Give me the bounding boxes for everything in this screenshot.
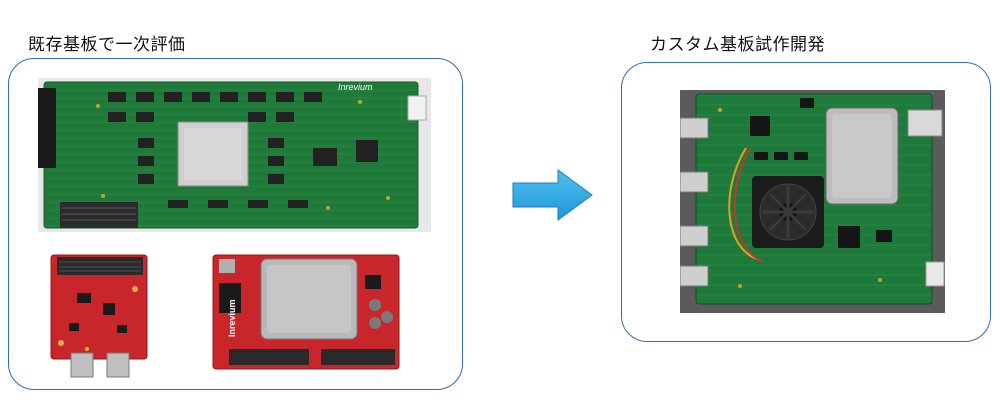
arrow-right-icon: [512, 169, 594, 221]
svg-text:Inrevium: Inrevium: [227, 299, 237, 337]
main-evaluation-board-photo: Inrevium: [38, 78, 431, 232]
red-carrier-board-photo: Inrevium: [211, 253, 401, 371]
left-section-title: 既存基板で一次評価: [28, 35, 186, 55]
svg-text:Inrevium: Inrevium: [338, 82, 373, 92]
custom-prototype-board-photo: [680, 90, 945, 313]
right-section-title: カスタム基板試作開発: [650, 35, 825, 55]
red-fmc-board-photo: [47, 253, 151, 379]
